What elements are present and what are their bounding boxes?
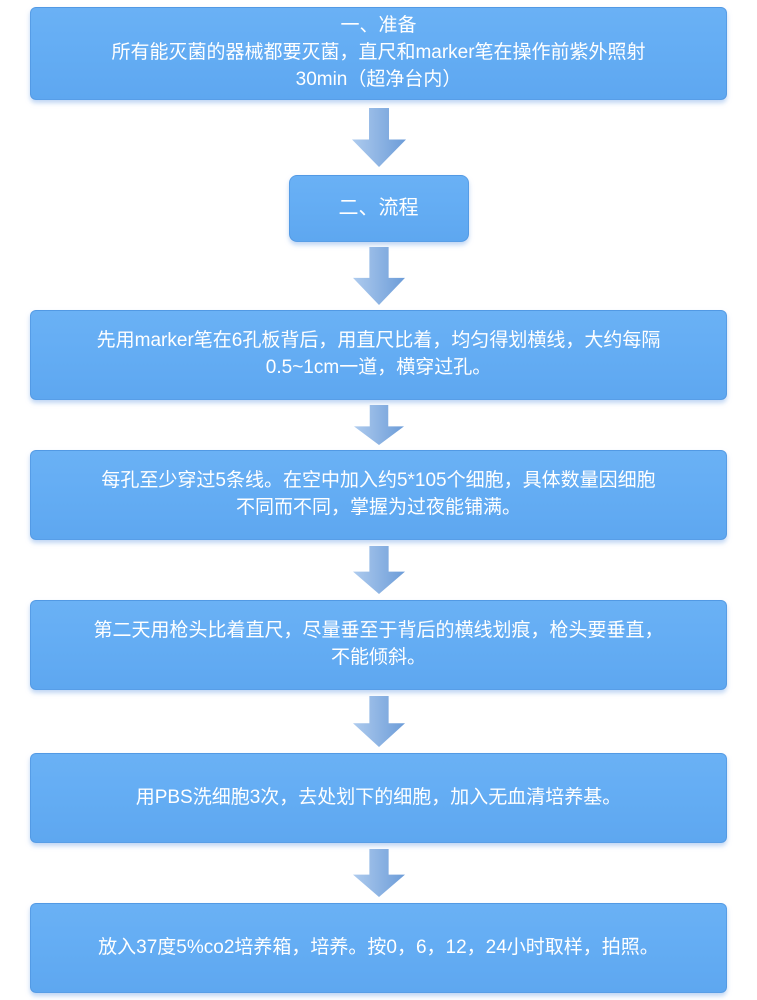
down-arrow-icon (352, 546, 405, 594)
down-arrow-icon (351, 108, 406, 167)
flow-step-draw-lines: 先用marker笔在6孔板背后，用直尺比着，均匀得划横线，大约每隔 0.5~1c… (30, 310, 727, 400)
down-arrow-icon (352, 247, 405, 305)
flow-step-scratch: 第二天用枪头比着直尺，尽量垂至于背后的横线划痕，枪头要垂直， 不能倾斜。 (30, 600, 727, 690)
flow-step-seed-cells: 每孔至少穿过5条线。在空中加入约5*105个细胞，具体数量因细胞 不同而不同，掌… (30, 450, 727, 540)
down-arrow-icon (353, 405, 404, 445)
flow-step-incubate: 放入37度5%co2培养箱，培养。按0，6，12，24小时取样，拍照。 (30, 903, 727, 993)
flow-step-process-title: 二、流程 (288, 175, 469, 242)
down-arrow-icon (352, 696, 405, 747)
flow-step-prepare: 一、准备 所有能灭菌的器械都要灭菌，直尺和marker笔在操作前紫外照射 30m… (30, 7, 727, 100)
flow-step-wash: 用PBS洗细胞3次，去处划下的细胞，加入无血清培养基。 (30, 753, 727, 843)
down-arrow-icon (352, 849, 405, 897)
